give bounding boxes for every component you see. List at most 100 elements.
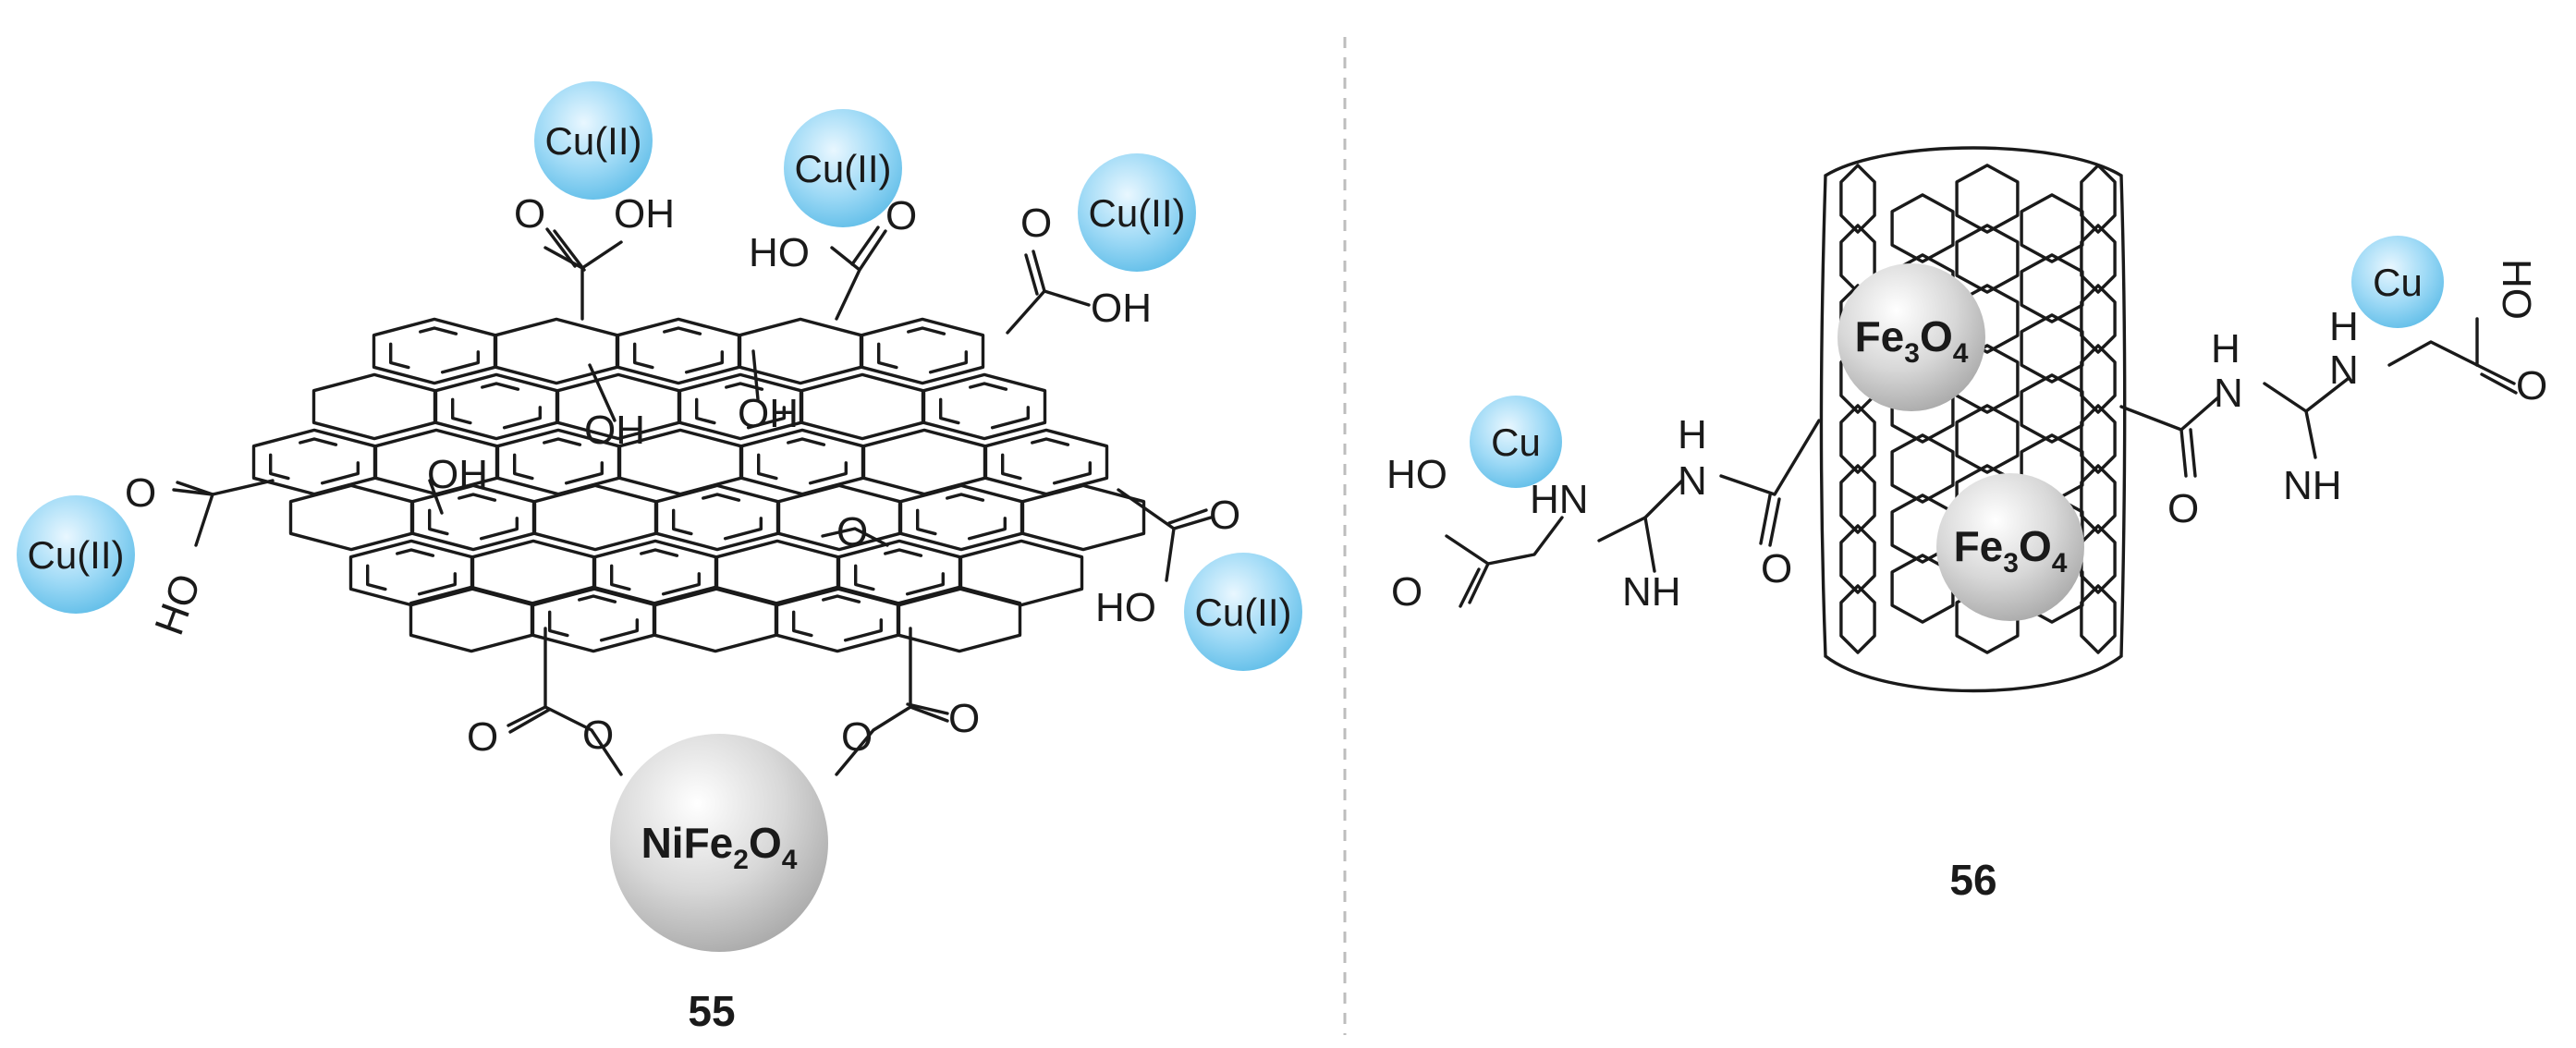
compound-56: HO O HN H N NH O H N H N NH O HO O Cu Cu	[1386, 146, 2547, 904]
graphene-ring	[860, 317, 985, 385]
cu-ion-label: Cu	[2373, 261, 2423, 304]
nanotube-ring	[1839, 524, 1876, 594]
cu-ion-sphere	[534, 81, 653, 200]
nanotube-ring	[1890, 193, 1955, 263]
graphene-ring	[714, 539, 840, 607]
cu-ion-sphere	[784, 109, 902, 227]
group-label: OH	[427, 452, 488, 497]
cu-ion-label: Cu(II)	[28, 533, 125, 577]
graphene-ring	[800, 372, 925, 441]
nanotube-ring	[2080, 284, 2117, 354]
nanotube-ring	[1955, 404, 2020, 474]
group-label: O	[836, 509, 868, 554]
nanotube-ring	[1839, 584, 1876, 654]
nanotube-ring	[2020, 253, 2084, 323]
nanotube-ring	[2080, 584, 2117, 654]
cu-ion-sphere	[2351, 236, 2444, 328]
group-label: NH	[2283, 463, 2342, 508]
graphene-double-bond	[672, 493, 763, 542]
compound-number-56: 56	[1949, 856, 1996, 904]
group-label: O	[467, 714, 498, 760]
nanotube-ring	[2080, 344, 2117, 414]
graphene-ring	[861, 428, 987, 496]
graphene-ring	[653, 585, 778, 653]
graphene-double-bond	[854, 548, 945, 598]
cu-ion-sphere	[1078, 153, 1196, 272]
group-label: O	[2516, 363, 2547, 408]
group-label: OH	[614, 191, 675, 237]
graphene-ring	[288, 483, 414, 552]
nanotube-ring	[2080, 404, 2117, 474]
graphene-ring	[494, 317, 619, 385]
group-label: OH	[1091, 286, 1152, 331]
nanotube-ring	[1839, 164, 1876, 234]
nanotube-outline	[1819, 146, 2127, 693]
functional-groups-56: HO O HN H N NH O H N H N NH O HO O	[1386, 259, 2547, 615]
cu-ion-label: Cu(II)	[1195, 591, 1292, 634]
carboxyl-bonds-55	[172, 225, 1213, 776]
graphene-double-bond	[366, 548, 457, 598]
nanotube-ring	[2020, 193, 2084, 263]
group-label: O	[1761, 546, 1792, 591]
graphene-double-bond	[389, 326, 480, 376]
compound-55: O OH HO O O OH O HO OH OH OH HO O O O O …	[17, 81, 1302, 1035]
graphene-double-bond	[916, 493, 1007, 542]
nanotube-ring	[2020, 313, 2084, 384]
graphene-double-bond	[548, 594, 639, 644]
nanotube-ring	[2080, 164, 2117, 234]
group-label: O	[514, 191, 545, 237]
group-label: O	[948, 696, 980, 741]
group-label: NH	[1622, 569, 1681, 615]
group-label: O	[125, 470, 156, 516]
graphene-ring	[958, 539, 1084, 607]
cu-ion-sphere	[1470, 396, 1562, 488]
compound-number-55: 55	[688, 987, 735, 1035]
group-label: H	[1678, 412, 1707, 457]
cu-ion-label: Cu	[1491, 420, 1541, 464]
group-label: HN	[1530, 477, 1589, 522]
functional-groups-55: O OH HO O O OH O HO OH OH OH HO O O O O …	[125, 191, 1240, 760]
graphene-ring	[470, 539, 596, 607]
graphene-double-bond	[792, 594, 883, 644]
cu-ion-label: Cu(II)	[1089, 191, 1186, 235]
group-label: H	[2329, 304, 2359, 349]
group-label: HO	[1095, 585, 1156, 630]
nanotube-ring	[2080, 524, 2117, 594]
cu-ion-sphere	[17, 495, 135, 614]
graphene-double-bond	[269, 437, 360, 487]
nanotube-ring	[2020, 373, 2084, 444]
nanotube-ring	[1955, 164, 2020, 234]
group-label: O	[1020, 201, 1052, 246]
right-side-chain-56	[2119, 317, 2518, 478]
group-label: O	[1391, 569, 1422, 615]
group-label: N	[1678, 458, 1707, 504]
nanoparticle-formula: Fe3O4	[1855, 312, 1969, 369]
graphene-ring	[409, 585, 534, 653]
cu-ion-spheres-55: Cu(II) Cu(II) Cu(II) Cu(II) Cu(II)	[17, 81, 1302, 671]
group-label: O	[1209, 493, 1240, 538]
nanotube-ring	[1955, 224, 2020, 294]
fe3o4-nanoparticle	[1837, 263, 1985, 411]
graphene-ring	[532, 483, 658, 552]
left-side-chain-56	[1445, 419, 1821, 608]
graphene-ring	[311, 372, 437, 441]
fe3o4-nanoparticle	[1936, 473, 2084, 621]
graphene-double-bond	[757, 437, 848, 487]
graphene-double-bond	[877, 326, 968, 376]
graphene-double-bond	[610, 548, 701, 598]
cu-ion-spheres-56: Cu Cu	[1470, 236, 2444, 488]
group-label: O	[2167, 486, 2199, 531]
group-label: HO	[146, 568, 210, 641]
group-label: HO	[2494, 259, 2539, 320]
nanoparticle-formula: NiFe2O4	[641, 819, 798, 875]
group-label: O	[841, 714, 873, 760]
nife2o4-nanoparticle: NiFe2O4	[610, 734, 828, 952]
nanotube-ring	[1839, 464, 1876, 534]
graphene-ring	[897, 585, 1022, 653]
nanotube-ring	[2080, 224, 2117, 294]
group-label: N	[2329, 347, 2359, 393]
nanoparticle-formula: Fe3O4	[1954, 522, 2068, 579]
graphene-double-bond	[1001, 437, 1092, 487]
graphene-double-bond	[939, 382, 1030, 432]
